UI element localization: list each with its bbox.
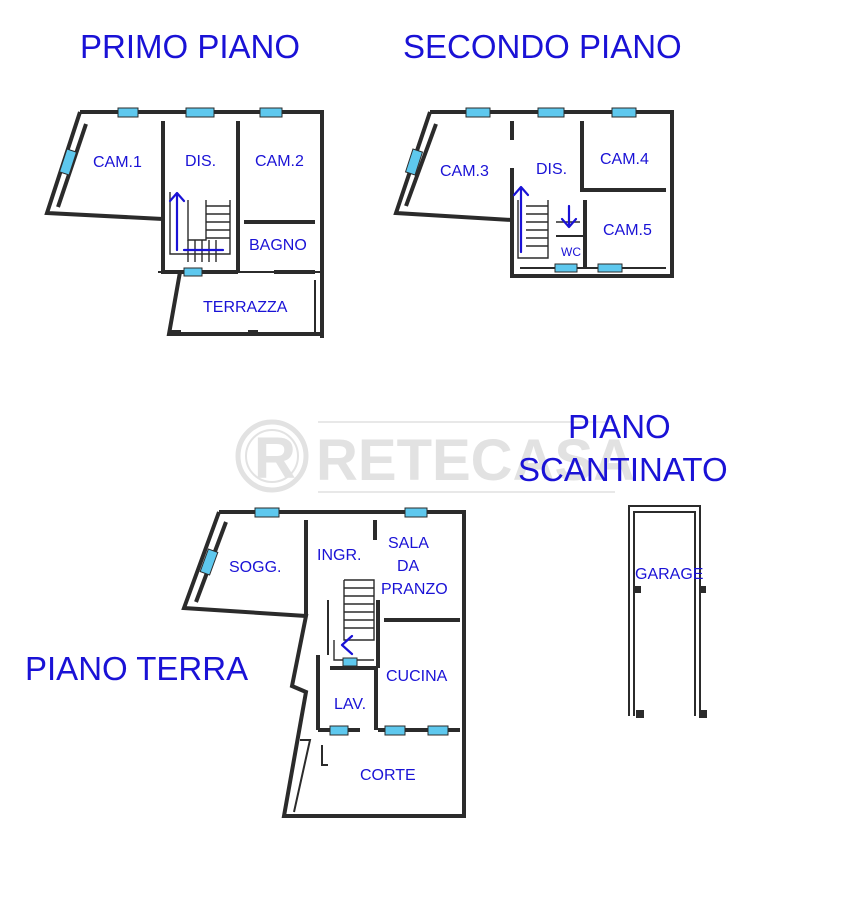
- room-label-wc: WC: [561, 245, 581, 259]
- room-label-corte: CORTE: [360, 767, 416, 784]
- primo-window: [183, 267, 203, 277]
- terra-window: [384, 725, 406, 736]
- room-label-dis: DIS.: [536, 161, 567, 178]
- primo-window: [117, 107, 139, 118]
- terra-window: [342, 657, 358, 667]
- primo-window: [58, 148, 78, 176]
- room-label-cam5: CAM.5: [603, 222, 652, 239]
- secondo-window: [554, 263, 578, 273]
- room-label-sala-line1: SALA: [388, 535, 429, 552]
- room-label-sogg: SOGG.: [229, 559, 281, 576]
- piano-scantinato-plan: GARAGE: [628, 505, 707, 718]
- room-label-terrazza: TERRAZZA: [203, 299, 288, 316]
- piano-scantinato-title-line1: PIANO: [568, 408, 671, 445]
- room-label-garage: GARAGE: [635, 566, 703, 583]
- piano-terra-title: PIANO TERRA: [25, 650, 248, 687]
- piano-terra-plan: SOGG. INGR. SALA DA PRANZO CUCINA LAV. C…: [181, 507, 466, 818]
- room-label-bagno: BAGNO: [249, 237, 307, 254]
- room-label-dis: DIS.: [185, 153, 216, 170]
- watermark-logo-letter: R: [254, 426, 296, 491]
- terra-window: [254, 507, 280, 518]
- room-label-cam4: CAM.4: [600, 151, 649, 168]
- secondo-stair-arrow-up: [512, 185, 530, 254]
- terra-window: [427, 725, 449, 736]
- terra-stairs: [333, 579, 375, 661]
- secondo-window: [465, 107, 491, 118]
- room-label-cam2: CAM.2: [255, 153, 304, 170]
- secondo-window: [537, 107, 565, 118]
- secondo-piano-title: SECONDO PIANO: [403, 28, 682, 65]
- terra-window: [404, 507, 428, 518]
- room-label-cam1: CAM.1: [93, 154, 142, 171]
- primo-stair-arrow: [168, 191, 186, 252]
- watermark: R RETECASA: [235, 419, 635, 493]
- piano-scantinato-title-line2: SCANTINATO: [518, 451, 728, 488]
- room-label-ingr: INGR.: [317, 547, 361, 564]
- room-label-lav: LAV.: [334, 696, 366, 713]
- terra-window: [329, 725, 349, 736]
- secondo-stair-arrow-down: [560, 204, 578, 229]
- primo-window: [259, 107, 283, 118]
- secondo-window: [404, 148, 424, 176]
- secondo-window: [611, 107, 637, 118]
- watermark-text: RETECASA: [316, 428, 635, 493]
- secondo-window: [597, 263, 623, 273]
- primo-piano-title: PRIMO PIANO: [80, 28, 300, 65]
- room-label-cucina: CUCINA: [386, 668, 448, 685]
- primo-window: [185, 107, 215, 118]
- primo-piano-plan: CAM.1 DIS. CAM.2 BAGNO TERRAZZA: [44, 107, 324, 338]
- room-label-sala-line2: DA: [397, 558, 420, 575]
- room-label-sala-line3: PRANZO: [381, 581, 448, 598]
- room-label-cam3: CAM.3: [440, 163, 489, 180]
- secondo-piano-plan: CAM.3 DIS. CAM.4 CAM.5 WC: [393, 107, 674, 278]
- terra-stair-arrow: [340, 634, 354, 656]
- primo-stairs: [169, 192, 231, 262]
- terra-window: [199, 548, 219, 576]
